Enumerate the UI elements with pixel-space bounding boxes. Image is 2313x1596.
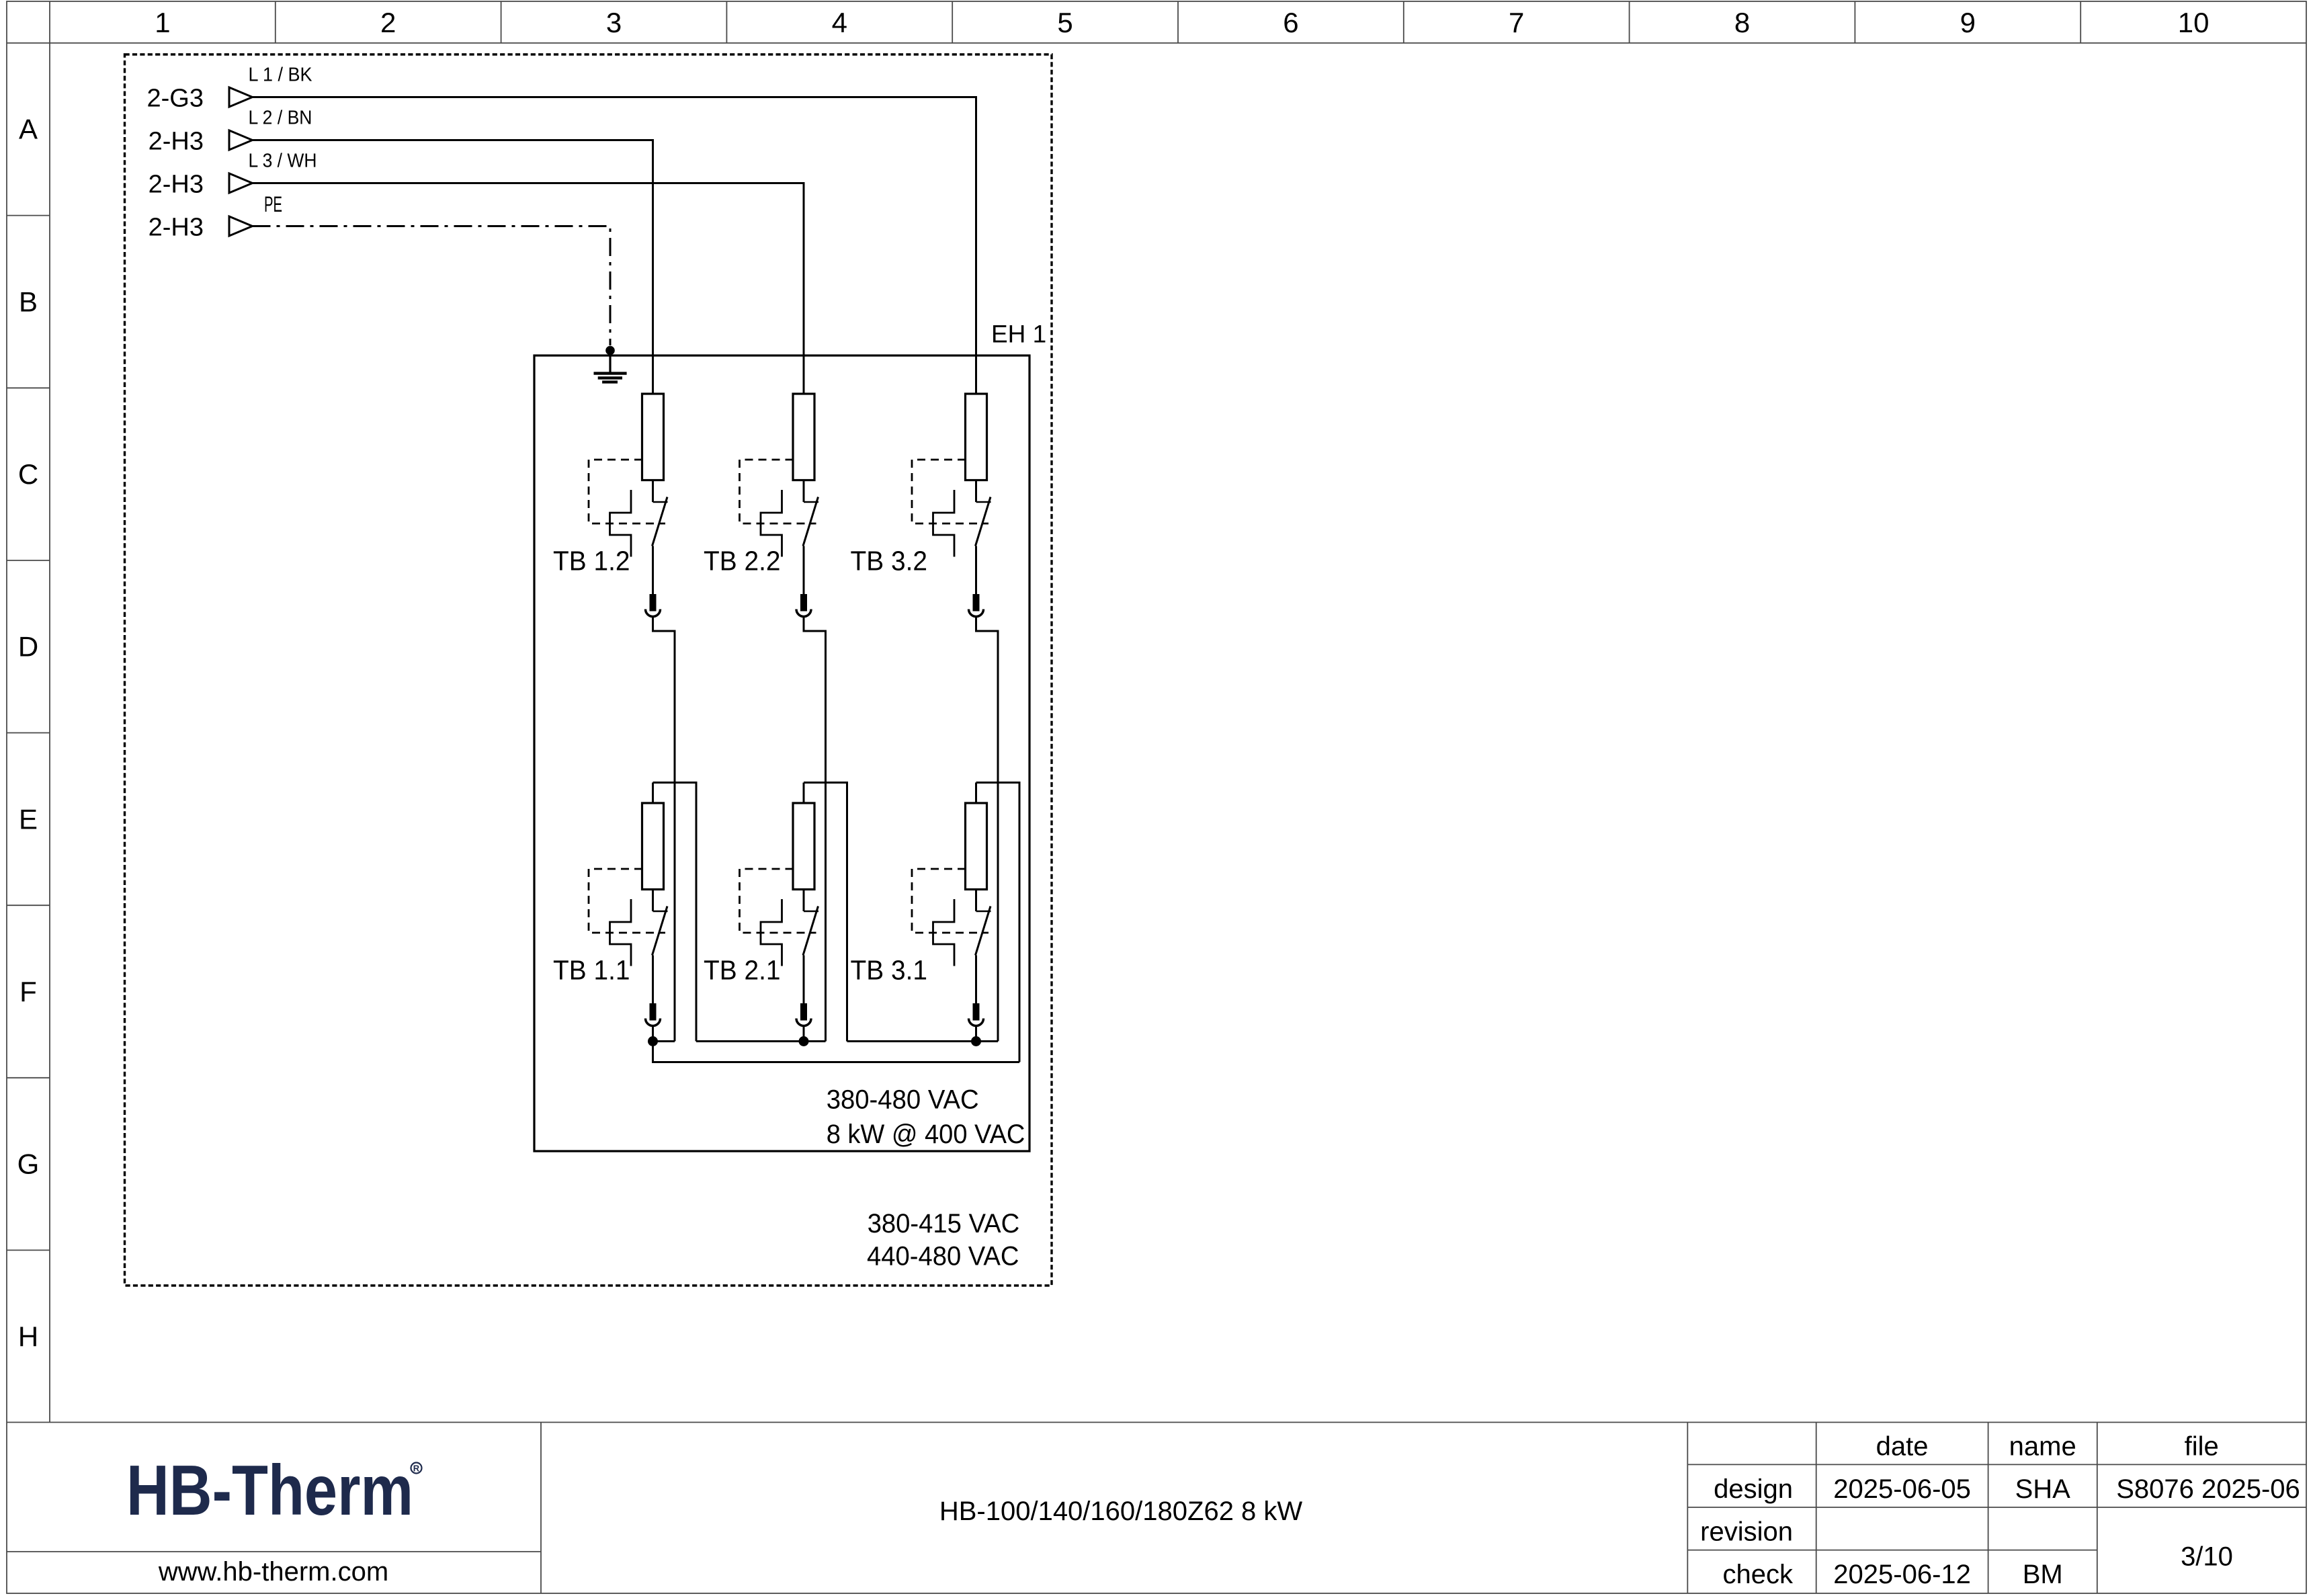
svg-text:design: design	[1714, 1474, 1793, 1504]
svg-text:BM: BM	[2023, 1560, 2063, 1589]
svg-text:www.hb-therm.com: www.hb-therm.com	[158, 1557, 388, 1587]
svg-text:2-H3: 2-H3	[149, 128, 204, 156]
svg-text:SHA: SHA	[2015, 1474, 2071, 1504]
svg-text:4: 4	[832, 7, 847, 38]
svg-text:2-H3: 2-H3	[149, 171, 204, 199]
svg-text:8: 8	[1734, 7, 1750, 38]
svg-text:TB 1.1: TB 1.1	[553, 954, 630, 985]
svg-text:E: E	[19, 803, 38, 835]
svg-text:R: R	[413, 1464, 420, 1474]
svg-text:10: 10	[2178, 7, 2210, 38]
svg-text:TB 2.1: TB 2.1	[704, 954, 781, 985]
svg-text:TB 1.2: TB 1.2	[553, 545, 630, 576]
svg-text:name: name	[2009, 1431, 2076, 1461]
svg-text:L 1 / BK: L 1 / BK	[249, 65, 312, 86]
svg-text:2: 2	[380, 7, 396, 38]
svg-text:2-H3: 2-H3	[149, 214, 204, 242]
svg-text:2025-06-05: 2025-06-05	[1833, 1474, 1971, 1504]
svg-text:TB 3.1: TB 3.1	[851, 954, 928, 985]
svg-text:440-480 VAC: 440-480 VAC	[867, 1242, 1019, 1271]
svg-text:380-480 VAC: 380-480 VAC	[827, 1085, 979, 1115]
svg-text:B: B	[19, 286, 38, 317]
svg-text:7: 7	[1509, 7, 1524, 38]
svg-text:1: 1	[155, 7, 170, 38]
svg-text:PE: PE	[264, 192, 282, 216]
svg-text:TB 3.2: TB 3.2	[851, 545, 928, 576]
svg-text:H: H	[18, 1320, 38, 1352]
svg-text:G: G	[17, 1148, 40, 1180]
svg-text:2025-06-12: 2025-06-12	[1833, 1560, 1971, 1589]
svg-text:revision: revision	[1700, 1517, 1793, 1547]
svg-text:S8076 2025-06: S8076 2025-06	[2116, 1474, 2300, 1504]
svg-text:F: F	[19, 976, 37, 1007]
svg-text:C: C	[18, 458, 38, 490]
svg-text:HB-100/140/160/180Z62 8 kW: HB-100/140/160/180Z62 8 kW	[939, 1497, 1303, 1526]
svg-text:9: 9	[1960, 7, 1976, 38]
svg-text:D: D	[18, 631, 38, 663]
svg-text:3: 3	[606, 7, 622, 38]
svg-text:A: A	[19, 114, 38, 145]
svg-text:8 kW @ 400 VAC: 8 kW @ 400 VAC	[827, 1120, 1025, 1149]
svg-text:TB 2.2: TB 2.2	[704, 545, 781, 576]
svg-text:3/10: 3/10	[2181, 1542, 2233, 1572]
svg-text:5: 5	[1057, 7, 1073, 38]
svg-text:2-G3: 2-G3	[147, 85, 204, 113]
svg-text:L 2 / BN: L 2 / BN	[249, 108, 312, 129]
svg-text:EH 1: EH 1	[991, 320, 1046, 347]
svg-text:6: 6	[1283, 7, 1298, 38]
svg-text:date: date	[1876, 1431, 1929, 1461]
svg-text:380-415 VAC: 380-415 VAC	[868, 1209, 1020, 1238]
svg-text:L 3 / WH: L 3 / WH	[249, 151, 317, 172]
svg-text:HB-Therm: HB-Therm	[126, 1451, 413, 1530]
svg-text:check: check	[1723, 1560, 1794, 1589]
svg-text:file: file	[2185, 1431, 2219, 1461]
